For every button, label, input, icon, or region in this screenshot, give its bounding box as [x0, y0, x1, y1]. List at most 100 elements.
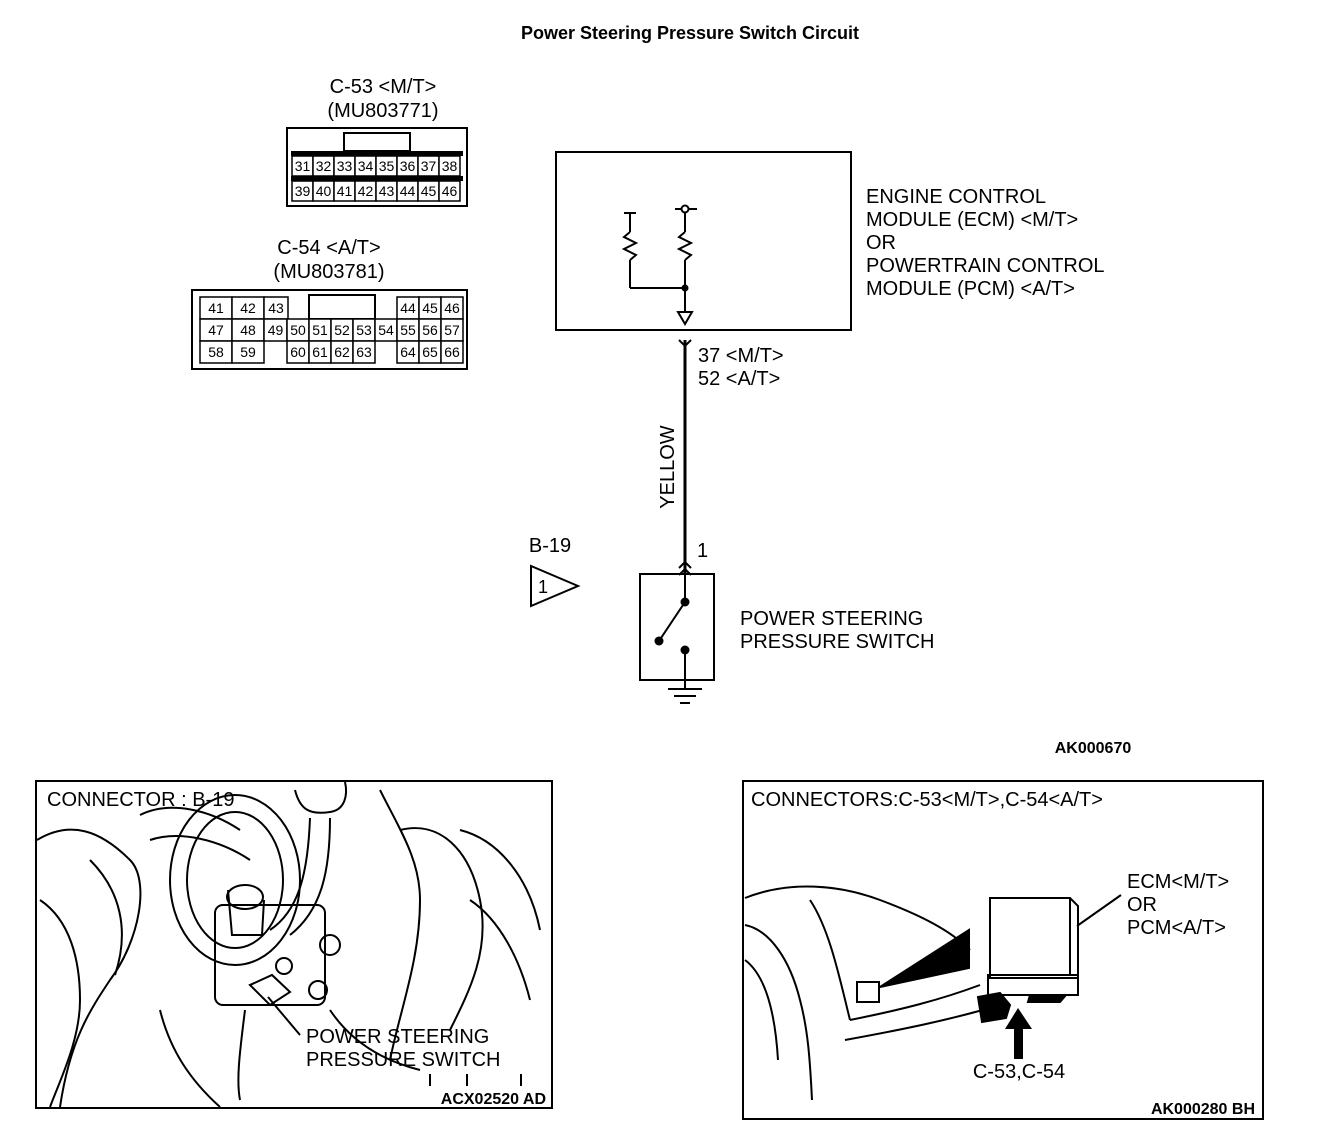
svg-text:POWERTRAIN CONTROL: POWERTRAIN CONTROL — [866, 255, 1105, 277]
svg-text:45: 45 — [421, 183, 437, 199]
panel-right-callout-1: ECM<M/T> — [1127, 871, 1229, 893]
pressure-switch-symbol — [639, 573, 715, 704]
svg-text:POWER STEERING: POWER STEERING — [740, 608, 923, 630]
c53-pin-46: 46 — [438, 180, 461, 202]
c53-part-number: (MU803771) — [327, 100, 438, 122]
wire-color-label: YELLOW — [657, 425, 679, 508]
c54-pin-57: 57 — [440, 318, 464, 342]
connector-arrow — [1005, 1008, 1032, 1059]
c54-pin-56: 56 — [418, 318, 442, 342]
c53-pin-33: 33 — [333, 155, 356, 177]
svg-text:41: 41 — [337, 183, 353, 199]
panel-connectors-c53-c54: CONNECTORS:C-53<M/T>,C-54<A/T> ECM<M/T> … — [742, 780, 1264, 1120]
c53-pin-40: 40 — [312, 180, 335, 202]
svg-text:56: 56 — [422, 322, 438, 338]
c54-pin-64: 64 — [396, 340, 420, 364]
connector-c54: C-54 <A/T> (MU803781) 41 42 43 44 45 46 47 48 49… — [191, 237, 468, 370]
c53-body — [286, 127, 468, 207]
panel-left-callout-1: POWER STEERING — [306, 1026, 489, 1048]
dashboard-illustration — [744, 885, 1122, 1101]
switch-label: POWER STEERING PRESSURE SWITCH — [740, 608, 934, 653]
svg-text:63: 63 — [356, 344, 372, 360]
ecm-terminal-mt: 37 <M/T> — [698, 345, 784, 367]
c53-pin-41: 41 — [333, 180, 356, 202]
c53-pin-44: 44 — [396, 180, 419, 202]
c54-pin-55: 55 — [396, 318, 420, 342]
c54-pin-42: 42 — [231, 296, 265, 320]
svg-text:PRESSURE SWITCH: PRESSURE SWITCH — [740, 631, 934, 653]
svg-text:42: 42 — [358, 183, 374, 199]
svg-text:61: 61 — [312, 344, 328, 360]
c54-pin-45: 45 — [418, 296, 442, 320]
svg-text:50: 50 — [290, 322, 306, 338]
c53-pin-36: 36 — [396, 155, 419, 177]
c54-pin-46: 46 — [440, 296, 464, 320]
c53-pin-31: 31 — [291, 155, 314, 177]
panel-left-title: CONNECTOR : B-19 — [47, 789, 234, 811]
svg-text:42: 42 — [240, 300, 256, 316]
svg-text:38: 38 — [442, 158, 458, 174]
svg-text:59: 59 — [240, 344, 256, 360]
c53-pin-34: 34 — [354, 155, 377, 177]
panel-right-arrow-label: C-53,C-54 — [973, 1061, 1065, 1083]
svg-text:MODULE (PCM) <A/T>: MODULE (PCM) <A/T> — [866, 278, 1075, 300]
svg-text:52: 52 — [334, 322, 350, 338]
c54-pin-53: 53 — [352, 318, 376, 342]
c54-pin-44: 44 — [396, 296, 420, 320]
c54-pin-61: 61 — [308, 340, 332, 364]
c54-pin-52: 52 — [330, 318, 354, 342]
panel-right-code: AK000280 BH — [1151, 1101, 1255, 1118]
svg-text:49: 49 — [268, 322, 284, 338]
svg-text:57: 57 — [444, 322, 460, 338]
svg-text:55: 55 — [400, 322, 416, 338]
c53-pin-45: 45 — [417, 180, 440, 202]
c54-pin-43: 43 — [263, 296, 289, 320]
c54-pin-60: 60 — [286, 340, 310, 364]
engine-illustration — [36, 781, 541, 1108]
svg-text:32: 32 — [316, 158, 332, 174]
svg-text:43: 43 — [379, 183, 395, 199]
svg-text:44: 44 — [400, 183, 416, 199]
svg-text:46: 46 — [442, 183, 458, 199]
c54-pin-65: 65 — [418, 340, 442, 364]
svg-text:31: 31 — [295, 158, 311, 174]
yellow-wire — [678, 339, 692, 576]
svg-text:33: 33 — [337, 158, 353, 174]
svg-text:48: 48 — [240, 322, 256, 338]
c54-label: C-54 <A/T> — [277, 237, 380, 259]
svg-text:60: 60 — [290, 344, 306, 360]
c54-pin-48: 48 — [231, 318, 265, 342]
svg-text:66: 66 — [444, 344, 460, 360]
svg-text:65: 65 — [422, 344, 438, 360]
svg-text:51: 51 — [312, 322, 328, 338]
svg-text:40: 40 — [316, 183, 332, 199]
svg-text:45: 45 — [422, 300, 438, 316]
c54-pin-51: 51 — [308, 318, 332, 342]
svg-text:44: 44 — [400, 300, 416, 316]
svg-text:46: 46 — [444, 300, 460, 316]
b19-triangle-marker: 1 — [530, 564, 581, 608]
c53-pin-37: 37 — [417, 155, 440, 177]
panel-left-callout-2: PRESSURE SWITCH — [306, 1049, 500, 1071]
c54-pin-54: 54 — [374, 318, 398, 342]
svg-text:34: 34 — [358, 158, 374, 174]
svg-text:47: 47 — [208, 322, 224, 338]
panel-right-callout-3: PCM<A/T> — [1127, 917, 1226, 939]
svg-text:41: 41 — [208, 300, 224, 316]
svg-text:53: 53 — [356, 322, 372, 338]
b19-label: B-19 — [529, 535, 571, 557]
c54-latch — [308, 294, 376, 320]
c53-label: C-53 <M/T> — [330, 76, 437, 98]
svg-text:36: 36 — [400, 158, 416, 174]
c54-part-number: (MU803781) — [273, 261, 384, 283]
c54-body — [191, 289, 468, 370]
c54-pin-59: 59 — [231, 340, 265, 364]
svg-text:1: 1 — [538, 577, 548, 597]
c54-pin-62: 62 — [330, 340, 354, 364]
svg-text:MODULE (ECM) <M/T>: MODULE (ECM) <M/T> — [866, 209, 1078, 231]
c53-latch — [343, 132, 411, 152]
svg-text:58: 58 — [208, 344, 224, 360]
